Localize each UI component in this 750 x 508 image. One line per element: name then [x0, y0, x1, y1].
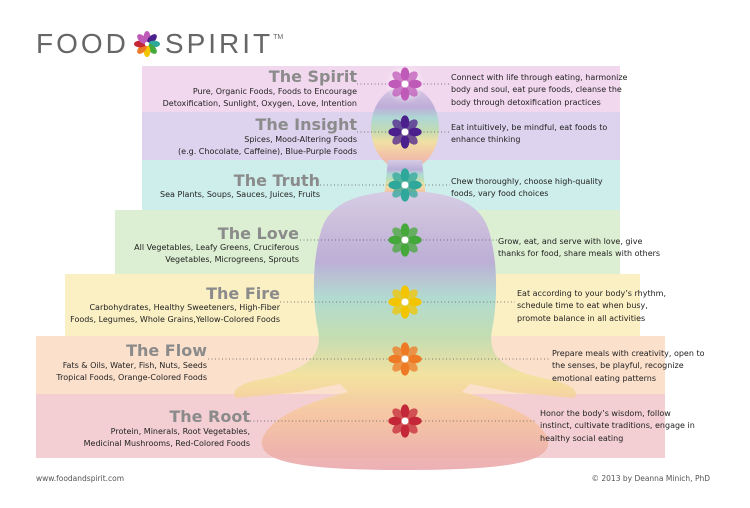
note-line: promote balance in all activities [517, 313, 646, 323]
note-line: enhance thinking [451, 135, 521, 145]
root-foods: Protein, Minerals, Root Vegetables, Medic… [84, 426, 250, 451]
fire-foods: Carbohydrates, Healthy Sweeteners, High-… [70, 302, 280, 327]
foods-line: Fats & Oils, Water, Fish, Nuts, Seeds [62, 361, 207, 370]
root-title: The Root [169, 407, 250, 426]
root-chakra-flower-icon [388, 404, 422, 438]
foods-line: Vegetables, Microgreens, Sprouts [165, 255, 299, 265]
truth-foods: Sea Plants, Soups, Sauces, Juices, Fruit… [160, 189, 320, 201]
fire-title: The Fire [206, 284, 280, 303]
foods-line: Medicinal Mushrooms, Red-Colored Foods [83, 439, 250, 449]
trademark-mark: TM [273, 34, 284, 41]
foods-line: Pure, Organic Foods, Foods to Encourage [192, 87, 357, 96]
root-practice-note: Honor the body’s wisdom, follow instinct,… [540, 408, 695, 445]
insight-title: The Insight [255, 115, 357, 134]
brand-name-right: SPIRIT [164, 28, 274, 59]
love-foods: All Vegetables, Leafy Greens, Cruciferou… [134, 242, 299, 267]
brand-logo: FOOD SPIRITTM [36, 28, 283, 60]
note-line: schedule time to eat when busy, [517, 301, 648, 311]
foods-line: Tropical Foods, Orange-Colored Foods [56, 373, 207, 383]
note-line: foods, vary food choices [451, 189, 549, 199]
fire-chakra-flower-icon [388, 285, 422, 319]
insight-practice-note: Eat intuitively, be mindful, eat foods t… [451, 122, 607, 147]
brand-name-left: FOOD [36, 28, 129, 59]
foods-line: Detoxification, Sunlight, Oxygen, Love, … [162, 99, 357, 109]
truth-title: The Truth [233, 171, 320, 190]
spirit-title: The Spirit [268, 67, 357, 86]
insight-foods: Spices, Mood-Altering Foods (e.g. Chocola… [178, 134, 357, 159]
love-practice-note: Grow, eat, and serve with love, give than… [498, 236, 660, 261]
truth-practice-note: Chew thoroughly, choose high-quality food… [451, 176, 603, 201]
foods-line: Sea Plants, Soups, Sauces, Juices, Fruit… [160, 190, 320, 199]
footer-copyright: © 2013 by Deanna Minich, PhD [591, 474, 711, 483]
note-line: Prepare meals with creativity, open to [552, 349, 705, 358]
note-line: body and soul, eat pure foods, cleanse t… [451, 85, 622, 95]
note-line: Connect with life through eating, harmon… [451, 73, 628, 82]
footer-website[interactable]: www.foodandspirit.com [36, 474, 125, 483]
note-line: body through detoxification practices [451, 97, 601, 107]
spirit-practice-note: Connect with life through eating, harmon… [451, 72, 627, 109]
foods-line: (e.g. Chocolate, Caffeine), Blue-Purple … [178, 147, 357, 157]
note-line: thanks for food, share meals with others [498, 249, 661, 259]
flower-logo-icon [133, 31, 160, 57]
note-line: emotional eating patterns [552, 373, 657, 383]
insight-chakra-flower-icon [388, 115, 422, 149]
fire-practice-note: Eat according to your body’s rhythm, sche… [517, 288, 666, 325]
love-title: The Love [217, 224, 299, 243]
note-line: Grow, eat, and serve with love, give [498, 237, 643, 246]
note-line: Eat according to your body’s rhythm, [517, 289, 667, 298]
note-line: healthy social eating [540, 433, 624, 443]
note-line: Chew thoroughly, choose high-quality [451, 177, 603, 186]
flow-practice-note: Prepare meals with creativity, open to th… [552, 348, 705, 385]
foods-line: Carbohydrates, Healthy Sweeteners, High-… [89, 303, 280, 312]
spirit-chakra-flower-icon [388, 67, 422, 101]
note-line: Honor the body’s wisdom, follow [540, 409, 671, 418]
foods-line: Protein, Minerals, Root Vegetables, [110, 427, 250, 436]
note-line: the senses, be playful, recognize [552, 361, 684, 371]
foods-line: Spices, Mood-Altering Foods [244, 135, 357, 144]
foods-line: Foods, Legumes, Whole Grains,Yellow-Colo… [70, 315, 280, 325]
love-chakra-flower-icon [388, 223, 422, 257]
truth-chakra-flower-icon [388, 168, 422, 202]
flow-chakra-flower-icon [388, 342, 422, 376]
flow-title: The Flow [126, 341, 207, 360]
note-line: instinct, cultivate traditions, engage i… [540, 421, 695, 431]
note-line: Eat intuitively, be mindful, eat foods t… [451, 123, 608, 132]
foods-line: All Vegetables, Leafy Greens, Cruciferou… [134, 243, 299, 252]
